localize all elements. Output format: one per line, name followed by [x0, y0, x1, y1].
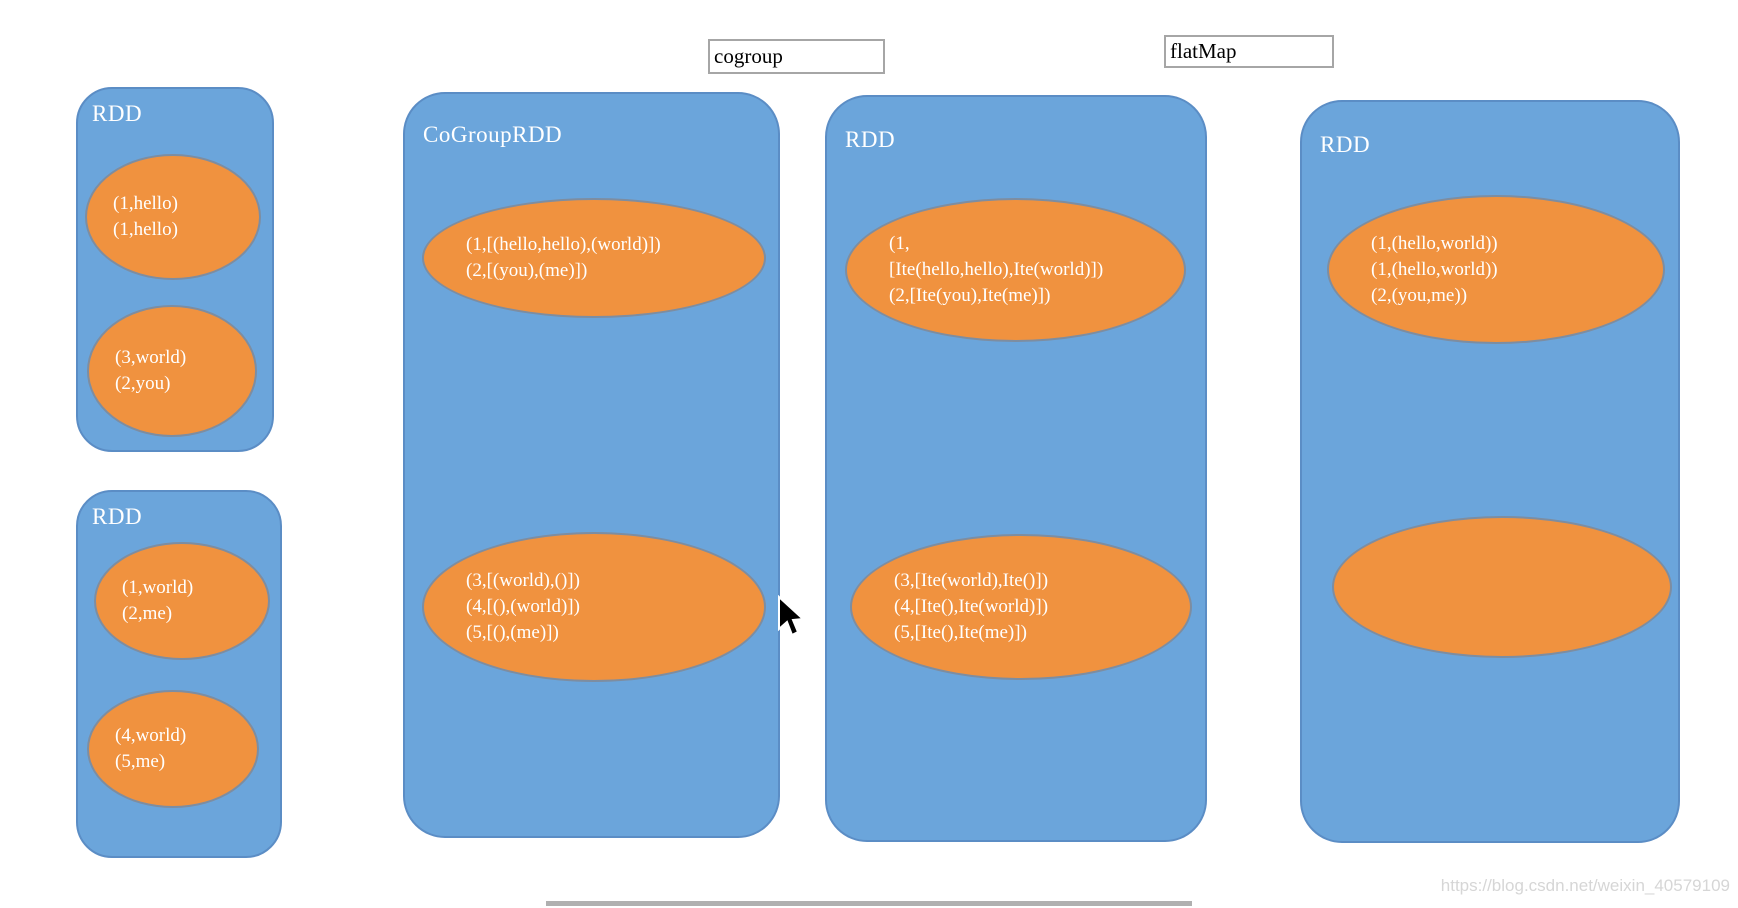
cogroup-rdd-partition-1: (1,[(hello,hello),(world)]) (2,[(you),(m…	[422, 198, 766, 318]
cogroup-rdd-p2-line2: (4,[(),(world)])	[466, 596, 580, 617]
rdd3-p2-line1: (3,[Ite(world),Ite()])	[894, 570, 1049, 591]
rdd3-container: RDD (1, [Ite(hello,hello),Ite(world)]) (…	[825, 95, 1207, 842]
cogroup-operation-label: cogroup	[714, 44, 783, 68]
rdd3-p1-line2: [Ite(hello,hello),Ite(world)])	[889, 259, 1104, 280]
rdd1-p2-line1: (3,world)	[115, 347, 187, 368]
cogroup-rdd-p2-line1: (3,[(world),()])	[466, 570, 580, 591]
rdd2-title: RDD	[92, 504, 143, 529]
rdd4-title: RDD	[1320, 132, 1371, 157]
rdd4-container: RDD (1,(hello,world)) (1,(hello,world)) …	[1300, 100, 1680, 843]
cogroup-rdd-title: CoGroupRDD	[423, 122, 563, 147]
rdd4-p1-line2: (1,(hello,world))	[1371, 258, 1498, 280]
rdd2-container: RDD (1,world) (2,me) (4,world) (5,me)	[76, 490, 282, 858]
rdd1-p1-line1: (1,hello)	[113, 193, 178, 214]
rdd1-p1-line2: (1,hello)	[113, 219, 178, 240]
rdd1-partition-2: (3,world) (2,you)	[87, 305, 257, 437]
rdd2-partition-2: (4,world) (5,me)	[87, 690, 259, 808]
rdd3-title: RDD	[845, 127, 896, 152]
cogroup-rdd-p1-line2: (2,[(you),(me)])	[466, 260, 588, 281]
rdd1-p2-line2: (2,you)	[115, 373, 171, 394]
flatmap-operation-label: flatMap	[1170, 39, 1237, 63]
cogroup-operation-textbox[interactable]: cogroup	[708, 39, 885, 74]
rdd1-title: RDD	[92, 101, 143, 126]
flatmap-operation-textbox[interactable]: flatMap	[1164, 35, 1334, 68]
rdd2-partition-1: (1,world) (2,me)	[94, 542, 270, 660]
cogroup-rdd-container: CoGroupRDD (1,[(hello,hello),(world)]) (…	[403, 92, 780, 838]
rdd3-p2-line3: (5,[Ite(),Ite(me)])	[894, 622, 1027, 643]
rdd3-p1-line3: (2,[Ite(you),Ite(me)])	[889, 285, 1051, 306]
rdd4-p1-line1: (1,(hello,world))	[1371, 232, 1498, 254]
rdd4-partition-1: (1,(hello,world)) (1,(hello,world)) (2,(…	[1327, 195, 1665, 344]
rdd4-partition-2-empty	[1332, 516, 1672, 658]
rdd2-p1-line2: (2,me)	[122, 603, 173, 624]
rdd1-container: RDD (1,hello) (1,hello) (3,world) (2,you…	[76, 87, 274, 452]
cogroup-rdd-partition-2: (3,[(world),()]) (4,[(),(world)]) (5,[()…	[422, 532, 766, 682]
bottom-shape-edge	[546, 901, 1192, 906]
rdd4-p1-line3: (2,(you,me))	[1371, 284, 1468, 306]
rdd2-p1-line1: (1,world)	[122, 577, 194, 598]
cogroup-rdd-p1-line1: (1,[(hello,hello),(world)])	[466, 234, 661, 255]
rdd3-partition-2: (3,[Ite(world),Ite()]) (4,[Ite(),Ite(wor…	[850, 534, 1192, 680]
rdd1-partition-1: (1,hello) (1,hello)	[85, 154, 261, 280]
rdd3-p2-line2: (4,[Ite(),Ite(world)])	[894, 596, 1049, 617]
rdd3-p1-line1: (1,	[889, 233, 910, 254]
rdd3-partition-1: (1, [Ite(hello,hello),Ite(world)]) (2,[I…	[845, 198, 1186, 342]
watermark-url: https://blog.csdn.net/weixin_40579109	[1440, 876, 1730, 895]
rdd2-p2-line1: (4,world)	[115, 725, 187, 746]
cogroup-rdd-p2-line3: (5,[(),(me)])	[466, 622, 559, 643]
rdd2-p2-line2: (5,me)	[115, 751, 166, 772]
